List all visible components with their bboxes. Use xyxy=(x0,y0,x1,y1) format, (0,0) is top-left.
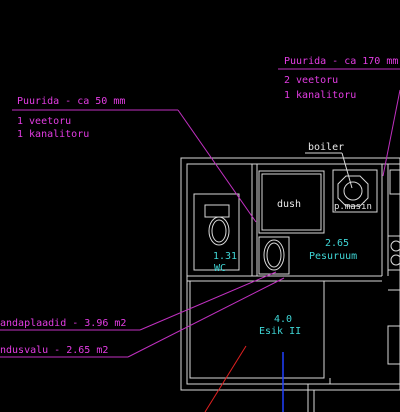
sink-fixture xyxy=(258,236,290,275)
pipe-right-title: Puurida - ca 170 mm xyxy=(284,56,398,67)
wall-area-label: ndusvalu - 2.65 m2 xyxy=(0,345,108,356)
esik-name: Esik II xyxy=(259,326,301,337)
pesuruum-area: 2.65 xyxy=(325,238,349,249)
floor-area-label: andaplaadid - 3.96 m2 xyxy=(0,318,126,329)
pesuruum-name: Pesuruum xyxy=(309,251,357,262)
wc-name: WC xyxy=(214,263,226,274)
walls xyxy=(180,157,400,412)
toilet-fixture xyxy=(193,193,240,271)
pipe-left-title: Puurida - ca 50 mm xyxy=(17,96,125,107)
right-room-fixtures xyxy=(389,169,400,266)
pipe-right-line2: 1 kanalitoru xyxy=(284,90,356,101)
red-line xyxy=(204,345,247,412)
pipe-left-line2: 1 kanalitoru xyxy=(17,129,89,140)
leader-lines xyxy=(0,68,400,358)
esik-area: 4.0 xyxy=(274,314,292,325)
shower-fixture xyxy=(258,170,325,234)
washing-machine-fixture xyxy=(332,169,378,213)
boiler-leader xyxy=(305,152,353,189)
boiler-label: boiler xyxy=(308,142,344,153)
shower-label: dush xyxy=(277,199,301,210)
washing-machine-label: p.masin xyxy=(334,202,372,212)
wc-area: 1.31 xyxy=(213,251,237,262)
pipe-right-line1: 2 veetoru xyxy=(284,75,338,86)
pipe-left-line1: 1 veetoru xyxy=(17,116,71,127)
